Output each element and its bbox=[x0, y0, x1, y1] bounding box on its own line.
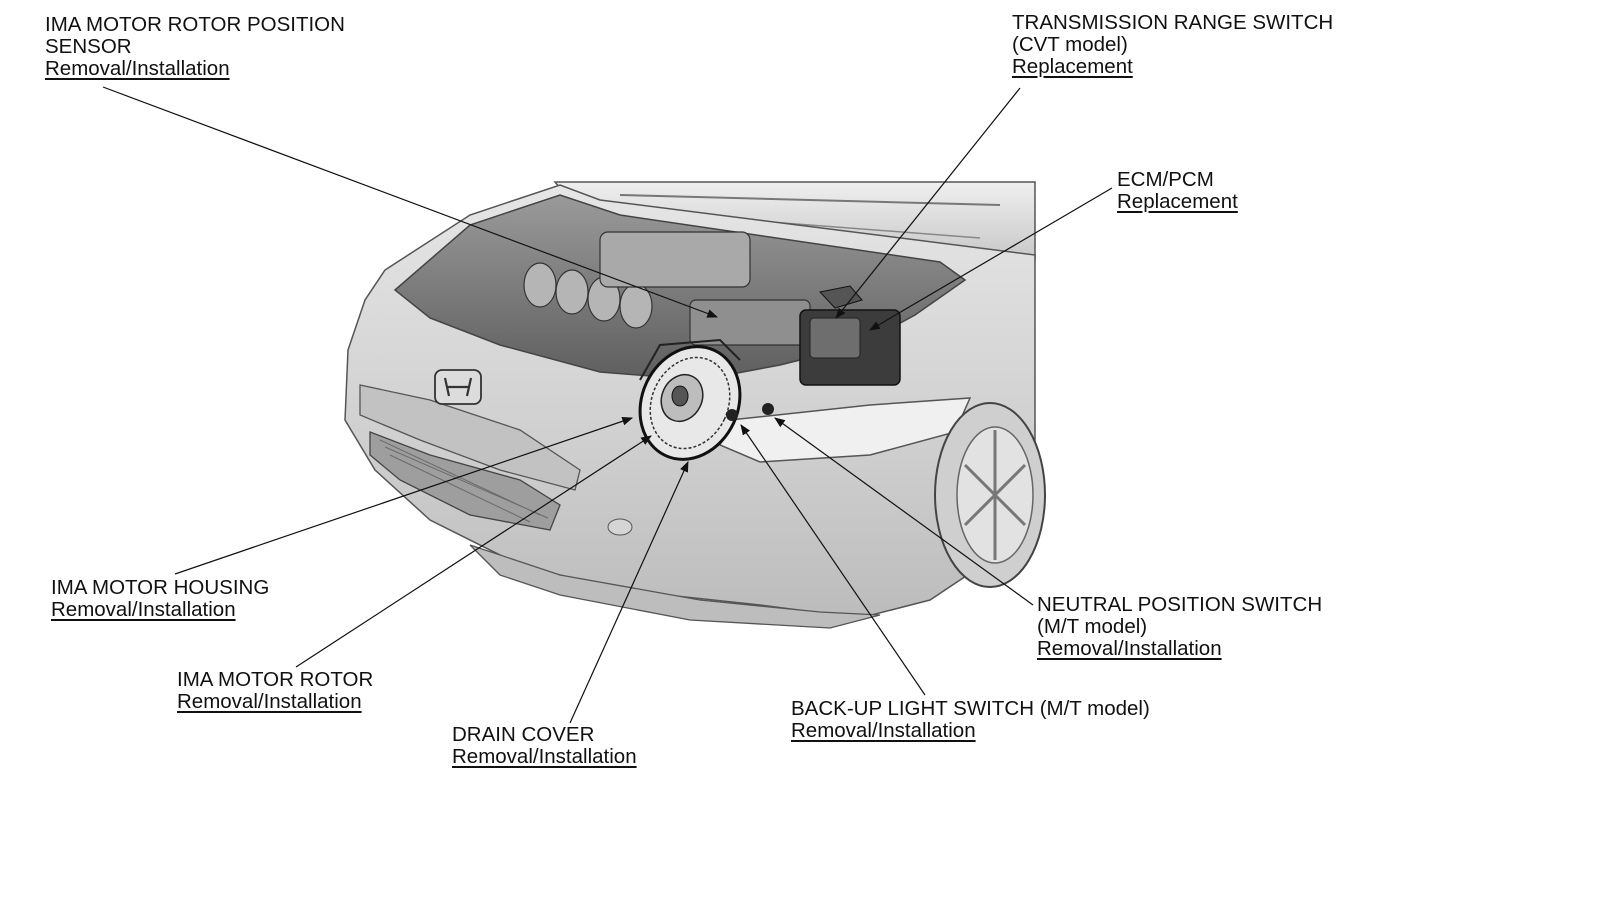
callout-title: IMA MOTOR ROTOR POSITION bbox=[45, 13, 345, 36]
front-grille bbox=[359, 384, 581, 531]
callout-title-line2: (CVT model) bbox=[1012, 33, 1128, 56]
motor-housing-removal-link[interactable]: Removal/Installation bbox=[51, 598, 236, 621]
backup-light-switch-removal-link[interactable]: Removal/Installation bbox=[791, 719, 976, 742]
lower-bumper bbox=[469, 544, 881, 629]
callout-neutral-position-switch: NEUTRAL POSITION SWITCH (M/T model) Remo… bbox=[1037, 594, 1322, 660]
leader-lines bbox=[102, 86, 1113, 724]
callout-rotor-position-sensor: IMA MOTOR ROTOR POSITION SENSOR Removal/… bbox=[45, 14, 345, 80]
callout-title-line2: SENSOR bbox=[45, 35, 132, 58]
leader-transmission-range-switch bbox=[835, 87, 1021, 319]
callout-motor-rotor: IMA MOTOR ROTOR Removal/Installation bbox=[177, 669, 373, 713]
callout-transmission-range-switch: TRANSMISSION RANGE SWITCH (CVT model) Re… bbox=[1012, 12, 1333, 78]
front-wheel bbox=[934, 402, 1046, 588]
ecm-pcm-replacement-link[interactable]: Replacement bbox=[1117, 190, 1238, 213]
callout-title: NEUTRAL POSITION SWITCH bbox=[1037, 593, 1323, 616]
headlight bbox=[719, 397, 972, 463]
callout-motor-housing: IMA MOTOR HOUSING Removal/Installation bbox=[51, 577, 269, 621]
leader-drain-cover bbox=[569, 461, 689, 724]
neutral-position-switch-part bbox=[762, 403, 774, 415]
intake-manifold bbox=[523, 231, 811, 346]
callout-title-line2: (M/T model) bbox=[1037, 615, 1148, 638]
leader-rotor-position-sensor bbox=[102, 86, 719, 318]
leader-ecm-pcm bbox=[869, 187, 1113, 331]
callout-ecm-pcm: ECM/PCM Replacement bbox=[1117, 169, 1238, 213]
callout-title: IMA MOTOR HOUSING bbox=[51, 576, 270, 599]
motor-rotor-removal-link[interactable]: Removal/Installation bbox=[177, 690, 362, 713]
callout-title: TRANSMISSION RANGE SWITCH bbox=[1012, 11, 1334, 34]
callout-title: IMA MOTOR ROTOR bbox=[177, 668, 374, 691]
neutral-position-switch-removal-link[interactable]: Removal/Installation bbox=[1037, 637, 1222, 660]
car-illustration bbox=[344, 181, 1046, 629]
callout-title: DRAIN COVER bbox=[452, 723, 595, 746]
callout-backup-light-switch: BACK-UP LIGHT SWITCH (M/T model) Removal… bbox=[791, 698, 1150, 742]
backup-light-switch-part bbox=[726, 409, 738, 421]
rotor-position-sensor-removal-link[interactable]: Removal/Installation bbox=[45, 57, 230, 80]
brand-emblem bbox=[434, 369, 482, 405]
drain-cover-removal-link[interactable]: Removal/Installation bbox=[452, 745, 637, 768]
leader-backup-light-switch bbox=[740, 424, 926, 696]
transmission-range-switch-replacement-link[interactable]: Replacement bbox=[1012, 55, 1133, 78]
leader-motor-housing bbox=[174, 417, 634, 575]
leader-motor-rotor bbox=[295, 435, 652, 668]
ima-motor-assembly bbox=[638, 338, 742, 461]
leader-neutral-position-switch bbox=[774, 417, 1034, 606]
callout-title: BACK-UP LIGHT SWITCH (M/T model) bbox=[791, 697, 1150, 720]
callout-drain-cover: DRAIN COVER Removal/Installation bbox=[452, 724, 637, 768]
callout-title: ECM/PCM bbox=[1117, 168, 1214, 191]
